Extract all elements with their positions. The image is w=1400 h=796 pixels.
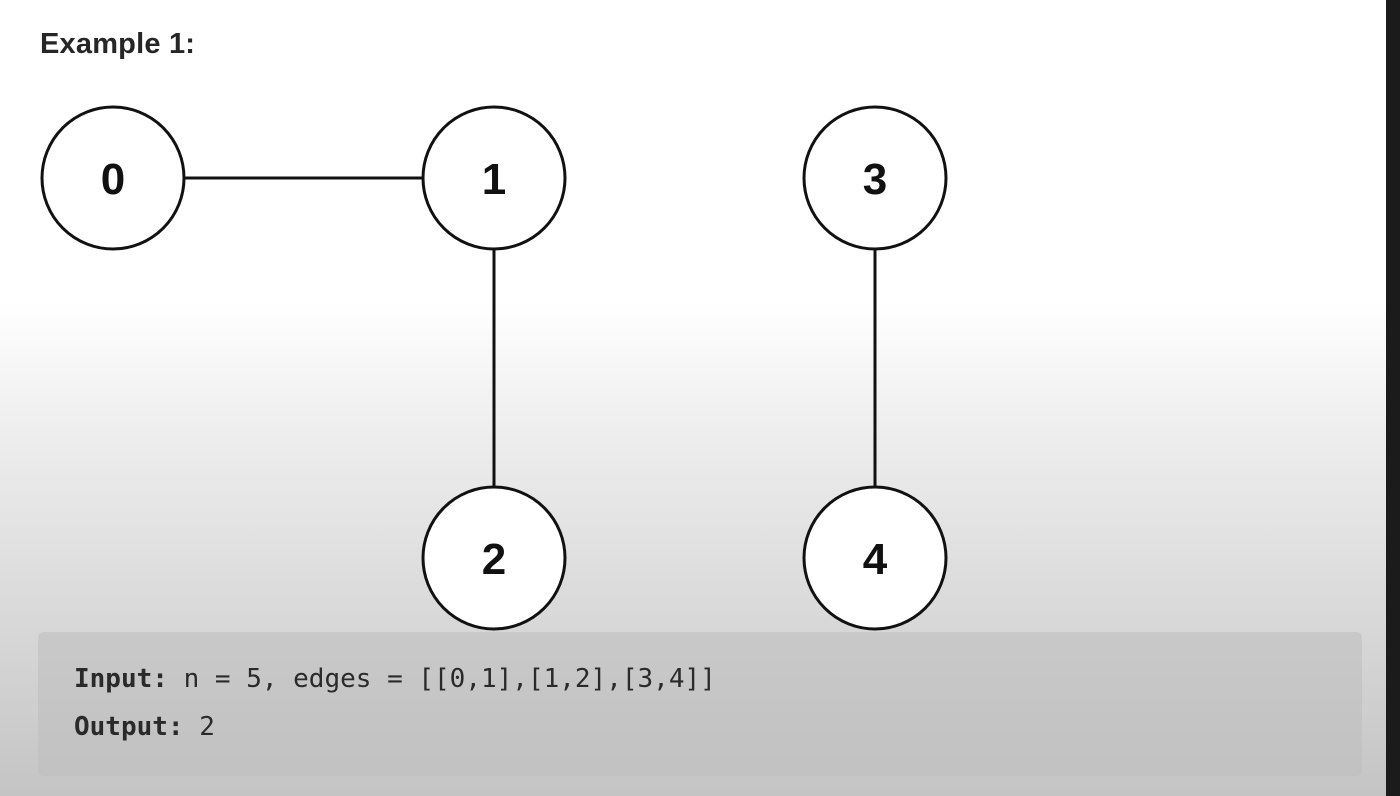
graph-diagram: 0 1 2 3 4 bbox=[40, 105, 948, 631]
input-value: n = 5, edges = [[0,1],[1,2],[3,4]] bbox=[167, 664, 716, 694]
node-4: 4 bbox=[802, 485, 948, 631]
input-output-box: Input: n = 5, edges = [[0,1],[1,2],[3,4]… bbox=[38, 632, 1362, 776]
node-circle-1 bbox=[421, 105, 567, 251]
input-line: Input: n = 5, edges = [[0,1],[1,2],[3,4]… bbox=[74, 664, 716, 694]
node-label-3: 3 bbox=[863, 155, 887, 204]
output-value: 2 bbox=[183, 712, 215, 742]
node-label-0: 0 bbox=[101, 155, 125, 204]
node-circle-3 bbox=[802, 105, 948, 251]
nodes-layer: 0 1 2 3 4 bbox=[40, 105, 948, 631]
window-edge bbox=[1386, 0, 1400, 796]
example-title: Example 1: bbox=[40, 28, 196, 60]
node-circle-2 bbox=[421, 485, 567, 631]
output-label: Output: bbox=[74, 712, 184, 742]
node-1: 1 bbox=[421, 105, 567, 251]
node-3: 3 bbox=[802, 105, 948, 251]
node-2: 2 bbox=[421, 485, 567, 631]
node-circle-4 bbox=[802, 485, 948, 631]
output-line: Output: 2 bbox=[74, 712, 215, 742]
input-label: Input: bbox=[74, 664, 168, 694]
node-circle-0 bbox=[40, 105, 186, 251]
node-label-2: 2 bbox=[482, 535, 506, 584]
node-label-1: 1 bbox=[482, 155, 506, 204]
node-0: 0 bbox=[40, 105, 186, 251]
node-label-4: 4 bbox=[863, 535, 888, 584]
